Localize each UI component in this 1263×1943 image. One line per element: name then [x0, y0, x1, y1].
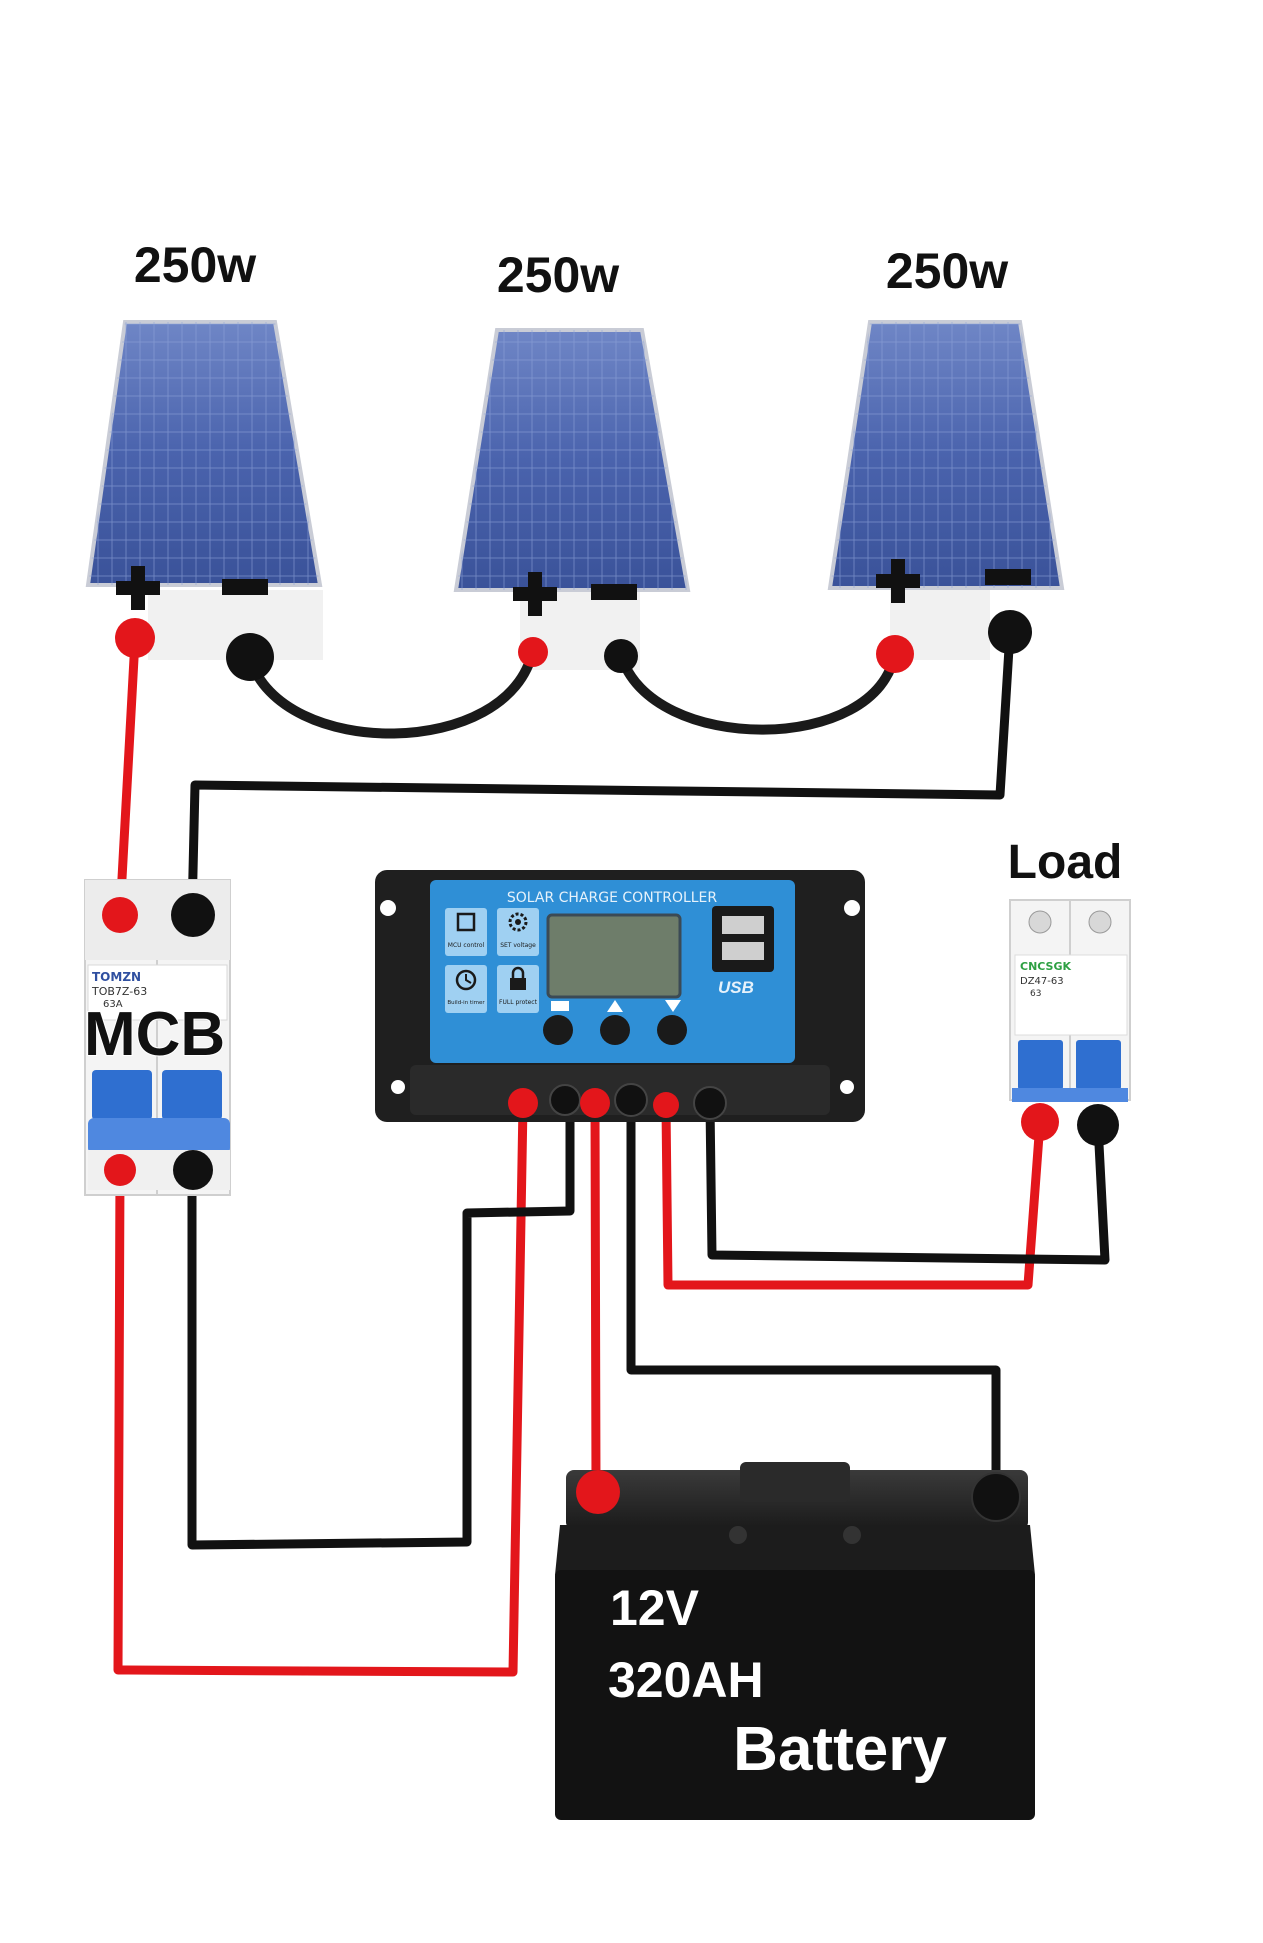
- vent-cap-icon: [843, 1526, 861, 1544]
- solar-panel-3: [827, 320, 1065, 660]
- mcb-input-negative-terminal: [171, 893, 215, 937]
- mount-hole: [391, 1080, 405, 1094]
- minus-terminal-icon: [591, 584, 637, 600]
- down-arrow-icon: [665, 1000, 681, 1012]
- feature-label-protect: FULL protect: [499, 999, 538, 1006]
- controller-to-load-positive-wire: [661, 1103, 1045, 1290]
- mcb-input-positive-terminal: [102, 897, 138, 933]
- charge-controller: [375, 870, 865, 1122]
- mcb-handle-bar: [88, 1118, 230, 1154]
- array-positive-wire: [115, 635, 140, 920]
- load-rating: 63: [1030, 989, 1041, 999]
- array-negative-wire: [187, 627, 1015, 920]
- load-toggle-left: [1018, 1040, 1063, 1090]
- controller-button-right: [657, 1015, 687, 1045]
- mcb-label: MCB: [84, 1000, 225, 1069]
- feature-tile-mcu: [445, 908, 487, 956]
- controller-load-negative-terminal: [693, 1086, 727, 1120]
- solar-panel-2: [453, 328, 691, 670]
- mcb-output-negative-terminal: [173, 1150, 213, 1190]
- mcb-brand: TOMZN: [92, 970, 141, 984]
- controller-battery-positive-terminal: [580, 1088, 610, 1118]
- chip-icon: [456, 912, 476, 932]
- panel-1-positive-terminal: [115, 618, 155, 658]
- vent-cap-icon: [729, 1526, 747, 1544]
- battery-glyph-icon: [551, 1001, 569, 1011]
- battery-label: Battery: [733, 1715, 947, 1784]
- screw-icon: [1028, 910, 1052, 934]
- usb-port-housing: [712, 906, 774, 972]
- panel-1-negative-terminal: [226, 633, 274, 681]
- plus-terminal-icon: [513, 572, 557, 616]
- feature-label-set: SET voltage: [500, 942, 536, 949]
- panel-3-positive-terminal: [876, 635, 914, 673]
- feature-label-mcu: MCU control: [448, 942, 485, 949]
- controller-button-middle: [600, 1015, 630, 1045]
- panel-1-label: 250w: [134, 237, 256, 293]
- battery-voltage: 12V: [610, 1580, 700, 1636]
- battery-handle: [740, 1462, 850, 1502]
- load-label: Load: [1008, 836, 1123, 889]
- load-brand: CNCSGK: [1020, 960, 1072, 973]
- mount-hole: [844, 900, 860, 916]
- feature-label-timer: Build-in timer: [447, 1000, 485, 1006]
- mcb-toggle-left: [92, 1070, 152, 1120]
- mcb-rating: 63A: [103, 999, 123, 1010]
- battery-negative-terminal: [971, 1472, 1021, 1522]
- minus-terminal-icon: [985, 569, 1031, 585]
- minus-terminal-icon: [222, 579, 268, 595]
- controller-lcd-screen: [546, 913, 682, 999]
- load-negative-terminal: [1077, 1104, 1119, 1146]
- feature-tile-set: [497, 908, 539, 956]
- mcb-toggle-right: [162, 1070, 222, 1120]
- mcb-negative-to-controller-wire: [187, 1100, 575, 1550]
- load-model: DZ47-63: [1020, 976, 1064, 987]
- load-positive-terminal: [1021, 1103, 1059, 1141]
- battery-positive-terminal: [576, 1470, 620, 1514]
- jumper-wire-panel1-panel2: [245, 645, 538, 739]
- usb-port-icon: [722, 916, 764, 934]
- clock-icon: [455, 969, 477, 991]
- panel-2-positive-terminal: [518, 637, 548, 667]
- load-breaker: [1009, 899, 1131, 1102]
- controller-to-battery-positive-wire: [590, 1100, 601, 1495]
- panel-3-negative-terminal: [988, 610, 1032, 654]
- plus-terminal-icon: [116, 566, 160, 610]
- panel-2-label: 250w: [497, 247, 619, 303]
- controller-to-load-negative-wire: [705, 1100, 1110, 1265]
- battery: [555, 1462, 1035, 1820]
- controller-load-positive-terminal: [653, 1092, 679, 1118]
- controller-pv-positive-terminal: [508, 1088, 538, 1118]
- gear-icon: [508, 912, 528, 932]
- mount-hole: [840, 1080, 854, 1094]
- lock-icon: [510, 966, 526, 990]
- controller-to-battery-negative-wire: [626, 1095, 1001, 1500]
- screw-icon: [1088, 910, 1112, 934]
- controller-usb-label: USB: [718, 978, 754, 997]
- controller-button-left: [543, 1015, 573, 1045]
- panel-2-negative-terminal: [604, 639, 638, 673]
- mcb-positive-to-controller-wire: [113, 1100, 528, 1677]
- controller-pv-negative-terminal: [549, 1084, 581, 1116]
- load-toggle-right: [1076, 1040, 1121, 1090]
- panel-3-label: 250w: [886, 243, 1008, 299]
- controller-title: SOLAR CHARGE CONTROLLER: [507, 890, 718, 906]
- jumper-wire-panel2-panel3: [616, 647, 900, 735]
- mcb-model: TOB7Z-63: [91, 985, 147, 998]
- mount-hole: [380, 900, 396, 916]
- battery-case: [555, 1570, 1035, 1820]
- up-arrow-icon: [607, 1000, 623, 1012]
- load-handle-bar: [1012, 1088, 1128, 1102]
- plus-terminal-icon: [876, 559, 920, 603]
- usb-port-icon: [722, 942, 764, 960]
- battery-capacity: 320AH: [608, 1652, 764, 1708]
- controller-battery-negative-terminal: [614, 1083, 648, 1117]
- solar-panel-1: [85, 320, 323, 660]
- mcb-output-positive-terminal: [104, 1154, 136, 1186]
